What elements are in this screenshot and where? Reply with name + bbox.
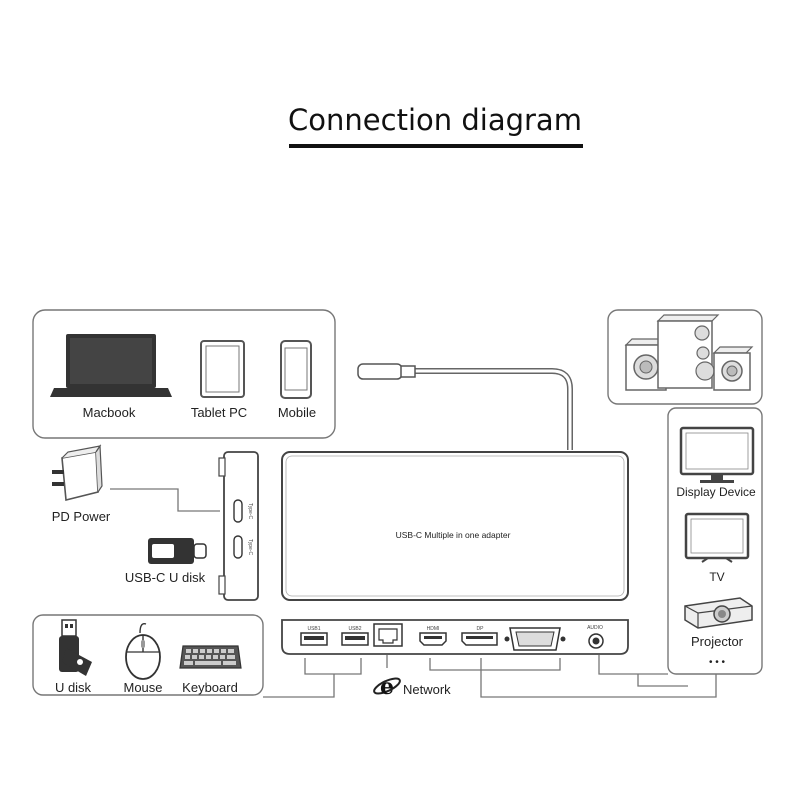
port-label-audio: AUDIO — [587, 625, 603, 631]
port-label-usb2: USB2 — [348, 626, 361, 632]
monitor-icon — [679, 426, 755, 483]
diagram-title: Connection diagram — [288, 103, 582, 137]
adapter-label: USB-C Multiple in one adapter — [396, 530, 511, 540]
input-label-keyboard: Keyboard — [182, 680, 238, 695]
input-devices-panel: U disk Mouse Keyboard — [32, 614, 264, 696]
title-underline — [289, 144, 583, 148]
input-label-udisk: U disk — [55, 680, 92, 695]
tablet-icon — [200, 340, 245, 398]
port-label-hdmi: HDMI — [427, 626, 440, 632]
projector-icon — [684, 597, 753, 629]
usb-c-cable — [357, 363, 573, 450]
side-type-c-port-2 — [233, 535, 243, 559]
side-port-label-2: Type-C — [247, 539, 253, 556]
port-label-dp: DP — [477, 626, 485, 632]
audio-port: AUDIO — [587, 625, 604, 649]
display-devices-panel: Display Device TV Projector • • • — [667, 407, 763, 675]
speakers-panel — [607, 309, 763, 405]
right-label-tv: TV — [709, 570, 724, 584]
keyboard-icon — [179, 645, 242, 669]
side-label-usb-c-udisk: USB-C U disk — [125, 570, 206, 585]
input-label-mouse: Mouse — [123, 680, 162, 695]
network-label: Network — [403, 682, 451, 697]
host-devices-panel: Macbook Tablet PC Mobile — [32, 309, 336, 439]
port-label-usb1: USB1 — [307, 626, 320, 632]
host-label-macbook: Macbook — [83, 405, 136, 420]
phone-icon — [280, 340, 312, 399]
speakers-icon — [624, 314, 754, 391]
side-port-label-1: Type-C — [247, 503, 253, 520]
host-label-tablet: Tablet PC — [191, 405, 247, 420]
host-label-mobile: Mobile — [278, 405, 316, 420]
charger-icon — [52, 444, 103, 502]
output-connection-lines — [263, 655, 717, 698]
right-label-display: Display Device — [676, 485, 756, 499]
usb1-port: USB1 — [300, 626, 328, 646]
hdmi-port: HDMI — [419, 626, 447, 646]
tv-icon — [684, 512, 750, 563]
adapter-body: USB-C Multiple in one adapter — [281, 451, 629, 601]
ethernet-icon — [373, 623, 403, 647]
more-devices-dots: • • • — [709, 657, 726, 668]
displayport-port: DP — [461, 626, 498, 646]
network-e-icon: e — [373, 674, 401, 700]
usb-c-drive-icon — [148, 538, 207, 564]
right-label-projector: Projector — [691, 634, 744, 649]
network-e-letter: e — [380, 674, 394, 700]
usb2-port: USB2 — [341, 626, 369, 646]
pd-power-line — [110, 488, 220, 512]
side-label-pd-power: PD Power — [52, 509, 111, 524]
usb-drive-icon — [59, 619, 92, 676]
side-port-module: Type-C Type-C — [218, 451, 259, 601]
adapter-port-panel: USB1 USB2 HDMI DP — [281, 619, 629, 655]
vga-port — [504, 627, 566, 651]
laptop-icon — [50, 334, 172, 397]
mouse-icon — [125, 623, 161, 680]
side-type-c-port-1 — [233, 499, 243, 523]
